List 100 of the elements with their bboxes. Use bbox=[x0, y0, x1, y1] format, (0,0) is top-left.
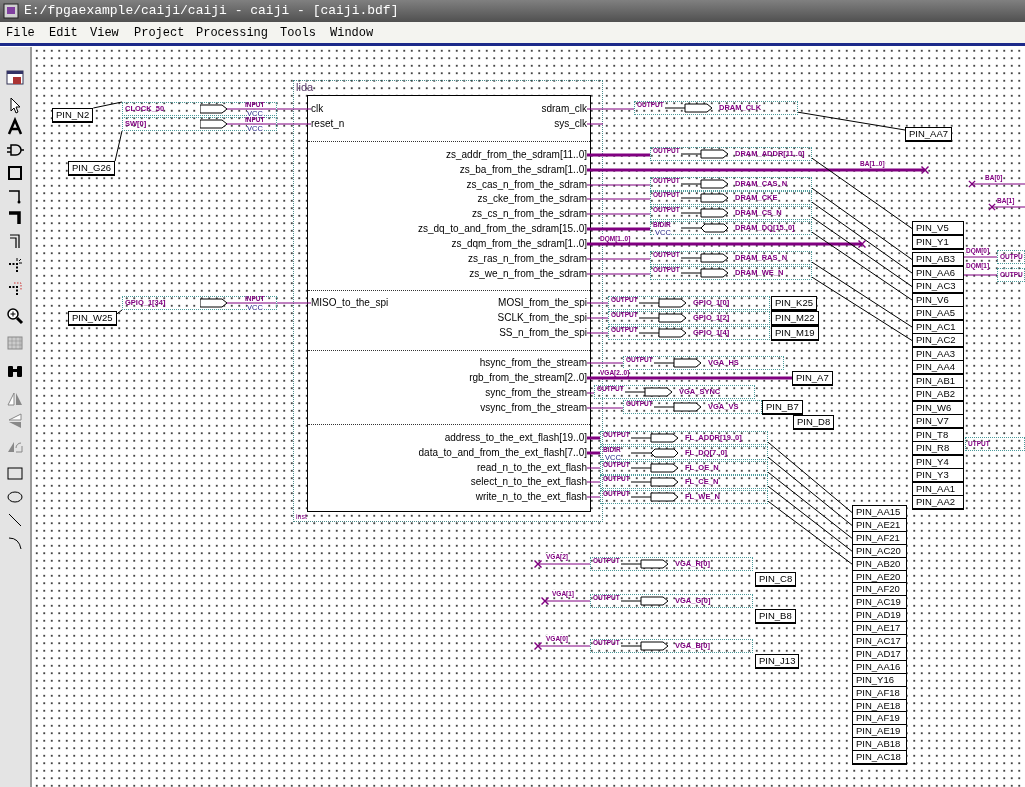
bus-line bbox=[587, 166, 929, 174]
window-title: E:/fpgaexample/caiji/caiji - caiji - [caiji.bdf] bbox=[24, 3, 399, 18]
pin-assignment-box: PIN_M19 bbox=[771, 326, 819, 341]
wire bbox=[276, 108, 312, 110]
leader-line bbox=[811, 276, 913, 341]
leader-line bbox=[114, 130, 123, 162]
output-pin bbox=[590, 639, 753, 653]
menu-item: File bbox=[6, 26, 35, 40]
pin-assignment-box: PIN_W25 bbox=[68, 311, 117, 326]
leader-line bbox=[92, 101, 123, 109]
port-name: zs_addr_from_the_sdram[11..0] bbox=[446, 149, 587, 161]
wire bbox=[276, 123, 312, 125]
port-name: SCLK_from_the_spi bbox=[497, 312, 587, 324]
leader-line bbox=[811, 216, 913, 287]
pin-assignment-box: PIN_N2 bbox=[52, 108, 94, 123]
input-pin bbox=[122, 117, 277, 131]
leader-line bbox=[767, 441, 853, 513]
leader-line bbox=[811, 157, 913, 229]
pin-assignment-box: PIN_J13 bbox=[755, 654, 800, 669]
leader-line bbox=[116, 309, 123, 315]
output-pin bbox=[600, 431, 768, 445]
output-pin bbox=[997, 268, 1025, 282]
output-pin bbox=[608, 311, 770, 325]
menu-item: Tools bbox=[280, 26, 316, 40]
wire bbox=[586, 407, 624, 409]
port-name: zs_cas_n_from_the_sdram bbox=[466, 179, 587, 191]
output-pin bbox=[590, 594, 753, 608]
wire bbox=[586, 108, 635, 110]
port-name: zs_ba_from_the_sdram[1..0] bbox=[459, 164, 587, 176]
menu-item: Edit bbox=[49, 26, 78, 40]
wire bbox=[586, 362, 624, 364]
pin-assignment-box: PIN_AA7 bbox=[905, 127, 953, 142]
wire bbox=[586, 258, 651, 260]
pin-assignment-box: PIN_K25 bbox=[771, 296, 818, 311]
port-name: SS_n_from_the_spi bbox=[499, 327, 587, 339]
wire bbox=[586, 273, 651, 275]
output-pin bbox=[650, 177, 812, 191]
wire bbox=[586, 481, 601, 483]
bidir-pin bbox=[600, 446, 768, 460]
wire bbox=[586, 184, 651, 186]
menu-item: Processing bbox=[196, 26, 268, 40]
port-name: zs_cke_from_the_sdram bbox=[477, 193, 587, 205]
menu-item: Project bbox=[134, 26, 185, 40]
output-pin bbox=[600, 475, 768, 489]
wire bbox=[586, 392, 595, 394]
port-name: MISO_to_the_spi bbox=[311, 297, 389, 309]
output-pin bbox=[608, 326, 770, 340]
port-name: zs_cs_n_from_the_sdram bbox=[471, 208, 587, 220]
pin-assignment-box: PIN_G26 bbox=[68, 161, 116, 176]
wire bbox=[541, 597, 591, 605]
wire bbox=[534, 642, 591, 650]
bus-line bbox=[587, 436, 600, 440]
pin-assignment-box: PIN_B8 bbox=[755, 609, 796, 624]
leader-line bbox=[811, 201, 913, 274]
port-name: sync_from_the_stream bbox=[485, 387, 587, 399]
bus-line bbox=[587, 451, 600, 455]
port-name: sys_clk bbox=[554, 118, 587, 130]
pin-assignment-box: PIN_B7 bbox=[762, 400, 803, 415]
wire bbox=[586, 198, 651, 200]
output-pin bbox=[608, 296, 770, 310]
port-name: MOSI_from_the_spi bbox=[498, 297, 587, 309]
port-name: clk bbox=[311, 103, 324, 115]
bidir-pin bbox=[650, 221, 812, 235]
port-name: hsync_from_the_stream bbox=[479, 357, 587, 369]
output-pin bbox=[650, 206, 812, 220]
pin-assignment-box: PIN_A7 bbox=[792, 371, 833, 386]
leader-line bbox=[811, 231, 913, 301]
leader-line bbox=[767, 485, 853, 552]
wire bbox=[586, 467, 601, 469]
leader-line bbox=[767, 456, 853, 526]
port-name: zs_dq_to_and_from_the_sdram[15..0] bbox=[418, 223, 587, 235]
output-pin bbox=[600, 490, 768, 504]
pin-assignment-box: PIN_AA2 bbox=[912, 495, 964, 510]
output-pin bbox=[590, 557, 753, 571]
wire bbox=[586, 332, 609, 334]
output-pin bbox=[965, 437, 1025, 451]
wire bbox=[963, 274, 998, 276]
output-pin bbox=[594, 385, 755, 399]
port-name: vsync_from_the_stream bbox=[480, 402, 587, 414]
output-pin bbox=[600, 461, 768, 475]
output-pin bbox=[650, 251, 812, 265]
wire bbox=[276, 302, 312, 304]
output-pin bbox=[623, 356, 784, 370]
wire bbox=[586, 213, 651, 215]
port-name: zs_we_n_from_the_sdram bbox=[469, 268, 587, 280]
wire bbox=[534, 560, 591, 568]
wire bbox=[963, 256, 998, 258]
port-name: address_to_the_ext_flash[19..0] bbox=[444, 432, 587, 444]
output-pin bbox=[650, 266, 812, 280]
leader-line bbox=[797, 111, 906, 131]
output-pin bbox=[650, 147, 812, 161]
port-name: read_n_to_the_ext_flash bbox=[476, 462, 587, 474]
pin-assignment-box: PIN_M22 bbox=[771, 311, 819, 326]
output-pin bbox=[634, 101, 798, 115]
port-name: select_n_to_the_ext_flash bbox=[470, 476, 587, 488]
port-name: data_to_and_from_the_ext_flash[7..0] bbox=[418, 447, 587, 459]
menu-item: View bbox=[90, 26, 119, 40]
pin-assignment-box: PIN_D8 bbox=[793, 415, 835, 430]
pin-assignment-box: PIN_C8 bbox=[755, 572, 797, 587]
wire bbox=[586, 496, 601, 498]
